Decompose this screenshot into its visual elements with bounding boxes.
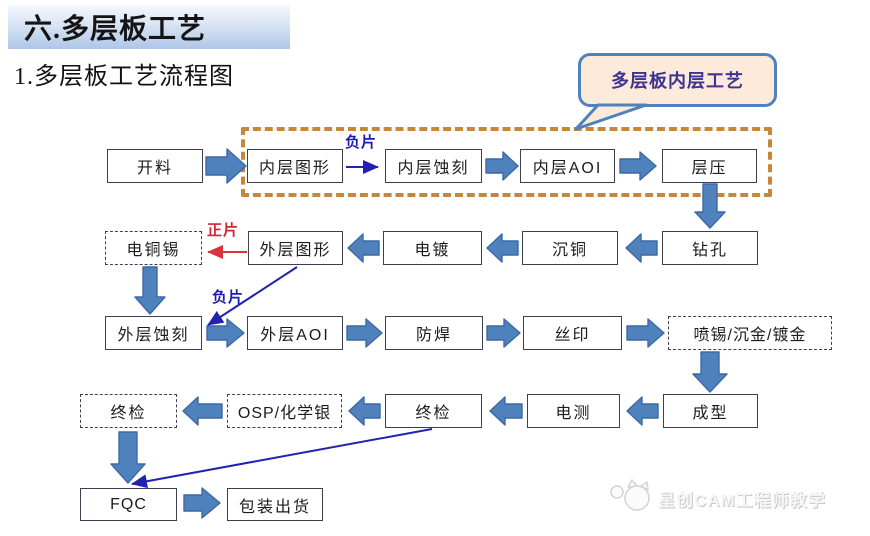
arrow-fanghan-to-siyin [486, 318, 521, 348]
node-diance: 电测 [527, 394, 620, 428]
node-biaomian-chuli: 喷锡/沉金/镀金 [668, 316, 832, 350]
arrow-diantongxi-to-waiceng-shike [134, 266, 166, 315]
arrow-waiceng-shike-to-waiceng-aoi [206, 318, 245, 348]
slide-subtitle: 1.多层板工艺流程图 [14, 64, 234, 90]
callout-inner-process: 多层板内层工艺 [578, 53, 777, 107]
node-diantongxi: 电铜锡 [105, 231, 202, 265]
node-chentong: 沉铜 [522, 231, 618, 265]
arrow-fqc-to-baozhuang [183, 487, 221, 519]
edge-label-zhengpian: 正片 [207, 222, 240, 239]
arrow-biaomian-to-chengxing [692, 351, 728, 393]
node-siyin: 丝印 [523, 316, 622, 350]
node-fanghan: 防焊 [385, 316, 483, 350]
arrow-osp-to-zhongjian-final [182, 396, 223, 426]
node-baozhuang: 包装出货 [227, 488, 323, 521]
arrow-diance-to-zhongjian [489, 396, 523, 426]
arrow-waiceng-aoi-to-fanghan [346, 318, 383, 348]
node-kailiao: 开料 [107, 149, 203, 183]
node-fqc: FQC [80, 488, 177, 521]
node-waiceng-tuxing: 外层图形 [248, 231, 343, 265]
node-chengxing: 成型 [663, 394, 758, 428]
callout-label: 多层板内层工艺 [611, 71, 744, 91]
node-waiceng-shike: 外层蚀刻 [105, 316, 202, 350]
arrow-siyin-to-biaomian [626, 318, 665, 348]
arrow-kailiao-to-neiceng-tuxing [205, 148, 247, 184]
edge-label-fupian-inner: 负片 [345, 134, 378, 151]
node-yaceng: 层压 [662, 149, 757, 183]
node-osp: OSP/化学银 [227, 394, 342, 428]
node-neiceng-tuxing: 内层图形 [247, 149, 343, 183]
node-waiceng-aoi: 外层AOI [247, 316, 343, 350]
arrow-zhongjian-to-osp [348, 396, 381, 426]
node-zhongjian: 终检 [385, 394, 482, 428]
arrow-zhongjian-final-to-fqc [110, 431, 146, 484]
arrow-zhongjian-to-fqc [131, 428, 433, 489]
watermark-logo-cat-icon [610, 479, 650, 511]
watermark: 星创CAM工程师教学 [608, 476, 864, 520]
arrow-diandu-to-waiceng-tuxing [347, 233, 380, 263]
node-zuankong: 钻孔 [662, 231, 758, 265]
arrow-zuankong-to-chentong [625, 233, 658, 263]
edge-label-fupian-outer: 负片 [212, 289, 245, 306]
node-neiceng-aoi: 内层AOI [520, 149, 615, 183]
slide-title: 六.多层板工艺 [24, 14, 207, 45]
arrow-chengxing-to-diance [626, 396, 659, 426]
callout-tail [574, 103, 648, 131]
slide-title-bar: 六.多层板工艺 [8, 5, 290, 49]
node-zhongjian-final: 终检 [80, 394, 177, 428]
node-neiceng-shike: 内层蚀刻 [385, 149, 482, 183]
arrow-chentong-to-diandu [486, 233, 519, 263]
watermark-text: 星创CAM工程师教学 [658, 490, 826, 510]
node-diandu: 电镀 [383, 231, 482, 265]
